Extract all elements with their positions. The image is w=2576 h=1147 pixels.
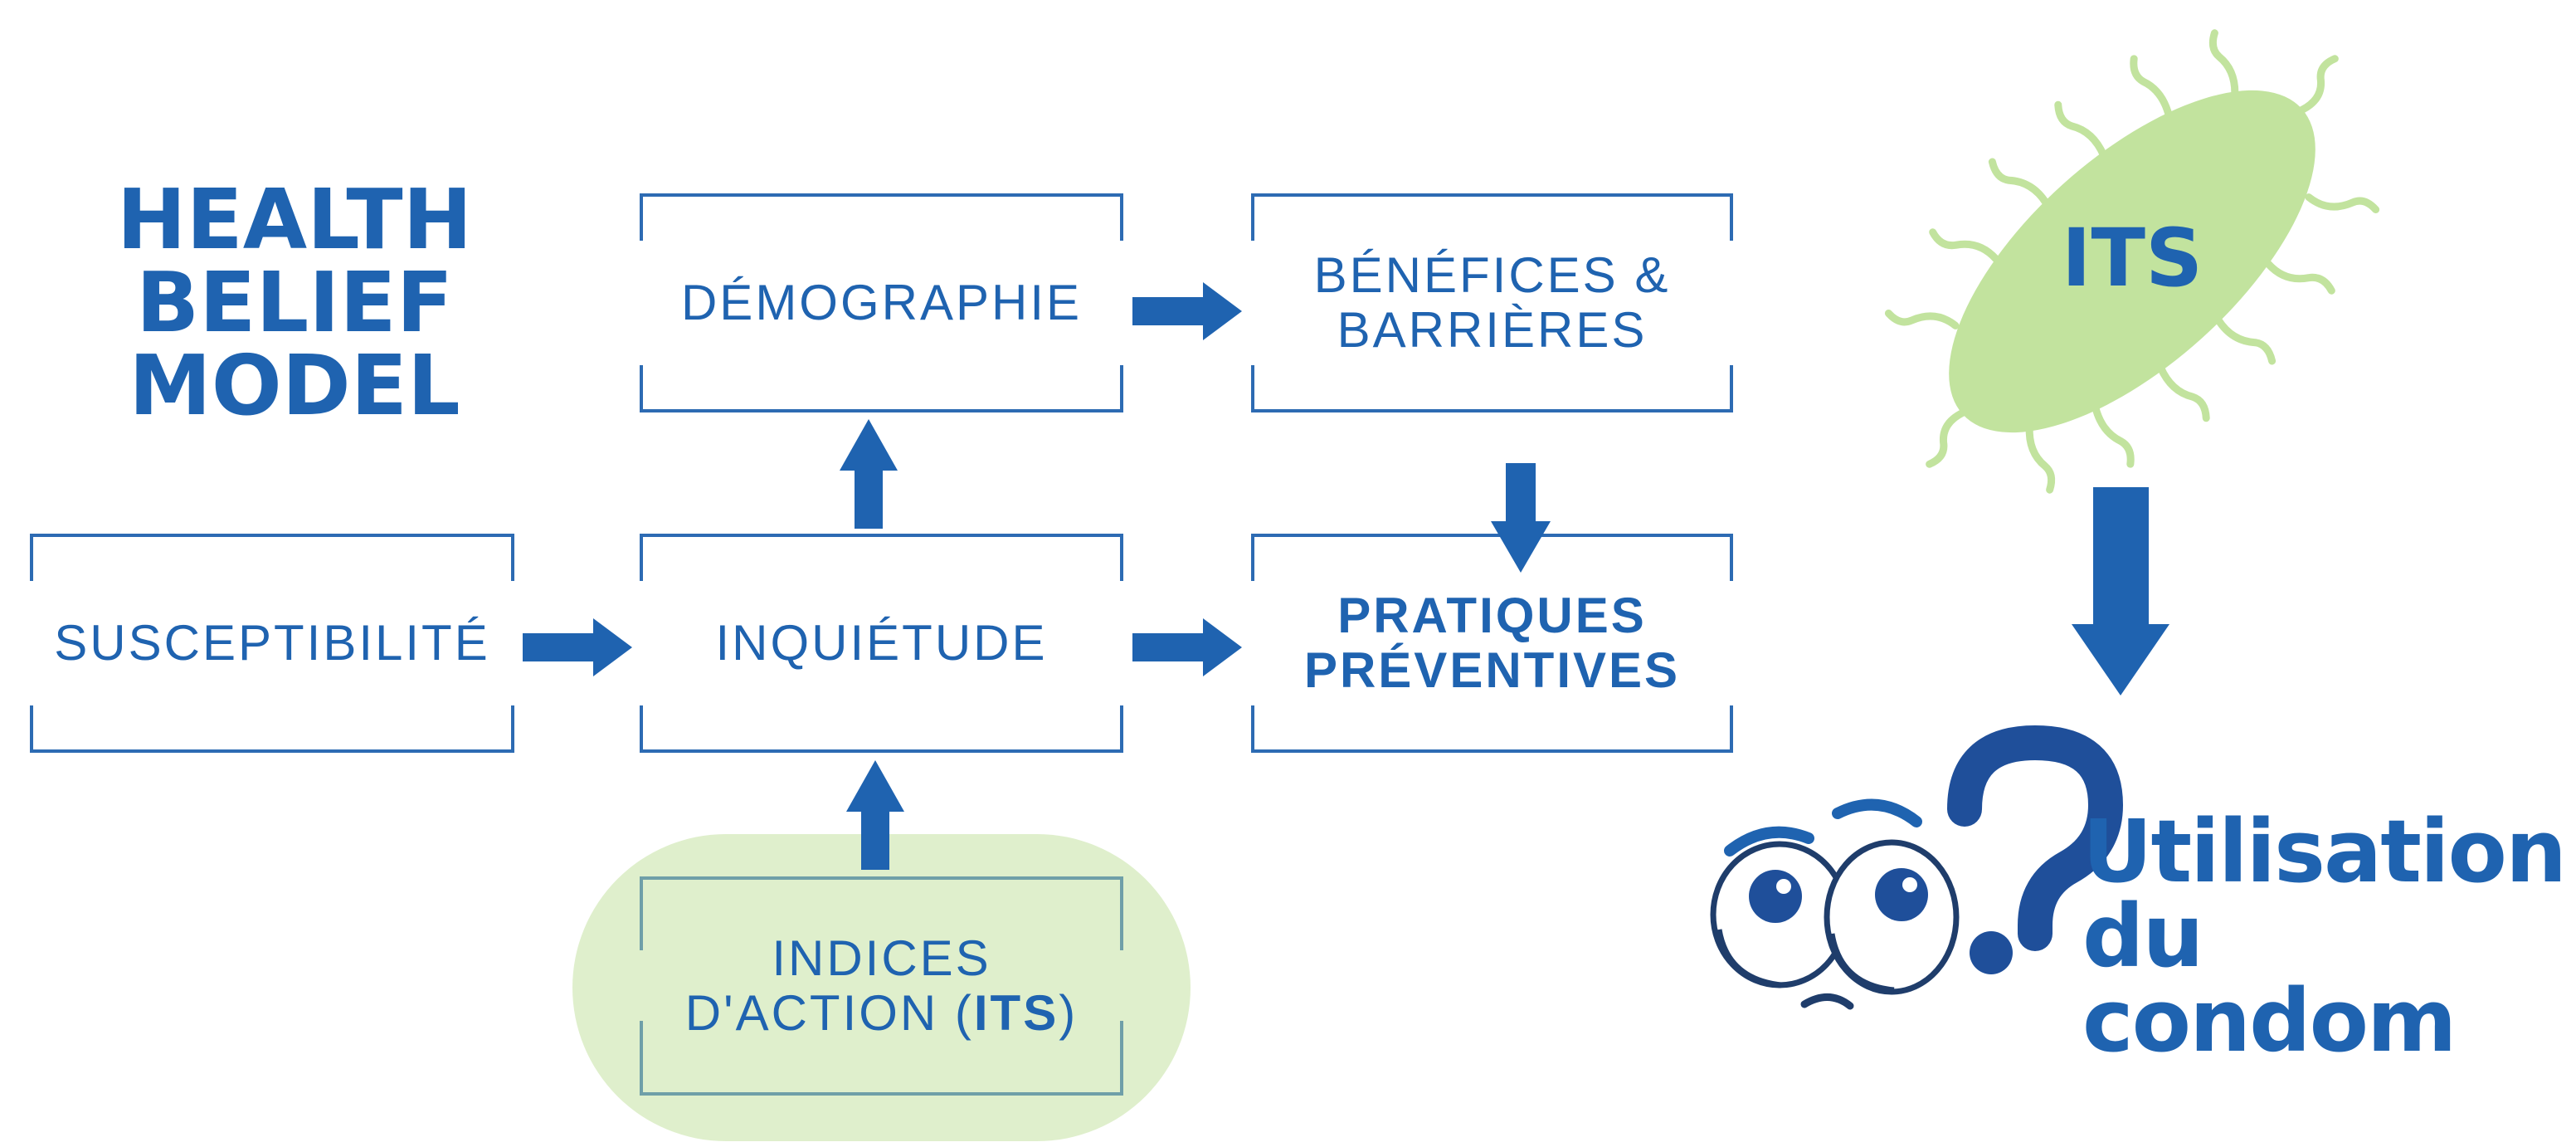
arrow-benefices-to-pratiques bbox=[1491, 463, 1551, 573]
arrow-demographie-to-benefices bbox=[1132, 282, 1242, 340]
bacterium-icon bbox=[1884, 29, 2380, 494]
arrow-inquietude-to-demographie bbox=[840, 419, 898, 529]
box-demographie bbox=[640, 193, 1123, 412]
arrow-its-to-condom-use bbox=[2072, 487, 2169, 696]
arrow-inquietude-to-pratiques bbox=[1132, 618, 1242, 676]
arrow-indices-to-inquietude bbox=[846, 760, 904, 870]
box-susceptibilite bbox=[30, 534, 514, 753]
box-inquietude bbox=[640, 534, 1123, 753]
question-mark-icon bbox=[1947, 725, 2123, 974]
box-benefices-barrieres bbox=[1251, 193, 1733, 412]
thinking-face-icon bbox=[1710, 798, 1960, 1010]
arrow-susceptibilite-to-inquietude bbox=[523, 618, 632, 676]
box-pratiques-preventives bbox=[1251, 534, 1733, 753]
indices-pill-background bbox=[572, 834, 1191, 1141]
box-indices-action bbox=[640, 876, 1123, 1096]
